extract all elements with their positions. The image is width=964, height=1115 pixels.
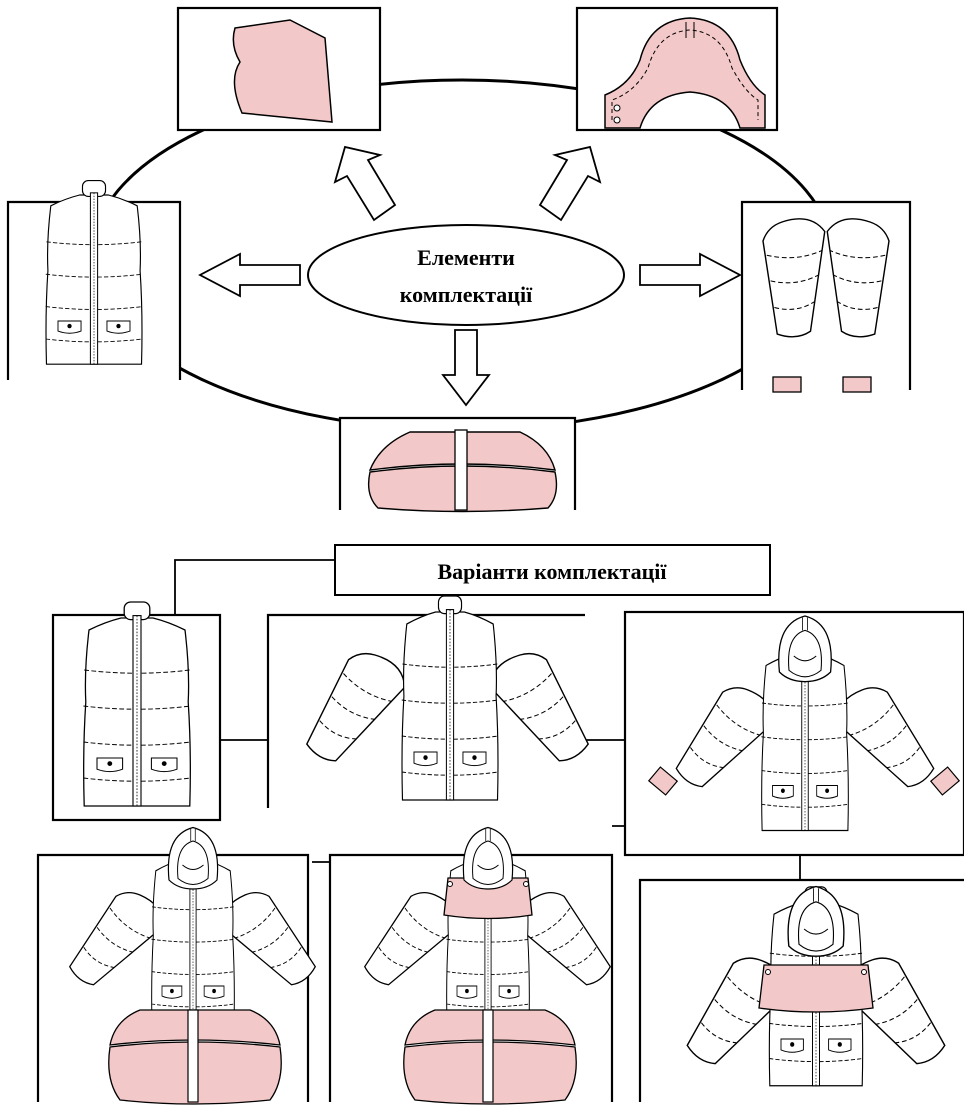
variant-jacket-hood-yoke: [638, 878, 964, 1102]
element-hood-collar-piece: [575, 6, 779, 132]
element-peplum-piece: [338, 416, 577, 513]
variant-jacket-hood-peplum: [36, 826, 328, 1105]
arrow-right-icon: [639, 252, 742, 298]
variant-jacket-with-hood: [623, 610, 964, 857]
center-label-ellipse: [307, 224, 625, 326]
element-vest-base: [6, 180, 182, 380]
arrow-up-left-icon: [333, 145, 397, 222]
connector-title-to-vest: [174, 559, 335, 615]
arrow-left-icon: [198, 252, 301, 298]
center-label-line2: комплектації: [400, 282, 533, 307]
variant-jacket-with-sleeves: [266, 595, 603, 808]
variants-title-box: [334, 544, 771, 596]
element-yoke-piece: [176, 6, 382, 132]
variant-vest: [51, 601, 222, 822]
arrow-down-icon: [441, 329, 491, 407]
variant-jacket-hood-yoke-peplum: [328, 826, 623, 1105]
variants-title: Варіанти комплектації: [437, 559, 667, 584]
center-label-line1: Елементи: [417, 245, 515, 270]
arrow-up-right-icon: [538, 145, 602, 222]
element-sleeves-piece: [740, 200, 912, 393]
